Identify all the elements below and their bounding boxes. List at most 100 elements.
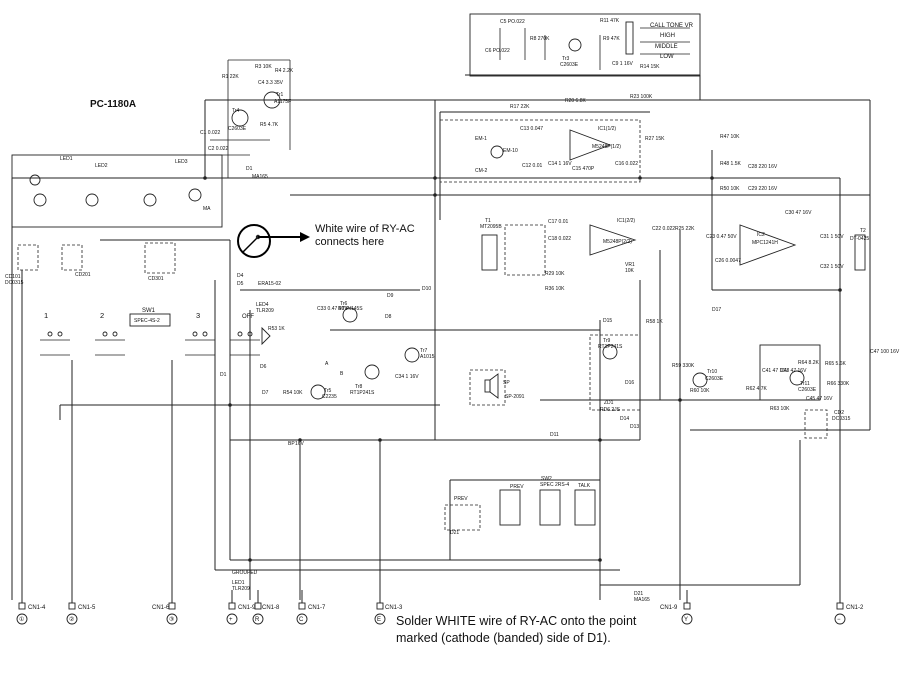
tr5-part: C2235 <box>322 394 337 400</box>
led4-label: LED4 <box>256 302 269 308</box>
c40-label: C47 100 16V <box>870 349 900 355</box>
sw2-switch-bank: PREV SW2 SPEC 2RS-4 TALK PREV D21 D21 MA… <box>444 476 650 603</box>
tr4-part: C2603E <box>228 126 247 132</box>
c12-label: C12 0.01 <box>522 163 543 169</box>
call-tone-middle: MIDDLE <box>655 44 678 50</box>
white-wire-annotation-line1: White wire of RY-AC connects here <box>315 223 418 248</box>
solder-note-line1: Solder WHITE wire of RY-AC onto the poin… <box>396 614 637 628</box>
r41-label: R50 10K <box>720 186 740 192</box>
c34-label: C34 1 16V <box>395 374 419 380</box>
junction-dots <box>203 176 842 562</box>
solder-note-line2: marked (cathode (banded) side of D1). <box>396 631 611 645</box>
connector-row: CN1-4 ① CN1-5 ② CN1-6 ③ CN1-9 + CN1-8 R … <box>16 602 864 625</box>
d14-label: D14 <box>620 416 629 422</box>
sw1-switch-bank: 1 2 3 OFF SW1 SPEC-4S-2 <box>40 308 260 356</box>
r40-label: R48 1.5K <box>720 161 742 167</box>
tr1-tr4-block: Tr1 A1175F Tr4 C2603E R1 22K R3 10K R4 2… <box>200 59 294 180</box>
r59-label: R64 8.2K <box>798 360 820 366</box>
c39-label: C45 47 16V <box>806 396 833 402</box>
middle-transistors: Tr6 RT1N145S Tr7 A1015 Tr8 RT1P241S Tr5 … <box>220 273 435 447</box>
tr1-label: Tr1 <box>276 92 284 98</box>
c38-label: C43 47 16V <box>780 368 807 374</box>
connector-c-symbol: C <box>299 617 304 623</box>
left-transistor-array: LED1 LED2 LED3 MA <box>11 154 223 228</box>
white-wire-annotation: White wire of RY-AC <box>315 223 415 235</box>
tr9-label: Tr9 <box>603 338 611 344</box>
c23-label: C23 0.47 50V <box>706 234 737 240</box>
t1-part: MT2095B <box>480 224 502 230</box>
led2-label: LED2 <box>95 163 108 169</box>
ic1a-label: IC1(1/2) <box>598 126 616 132</box>
d21-label: D21 <box>450 530 459 536</box>
tr10-label: Tr10 <box>707 369 717 375</box>
sw2-pos-prev: PREV <box>510 484 524 490</box>
d17-label: D17 <box>712 307 721 313</box>
sw1-pos-off: OFF <box>242 314 254 320</box>
node-b: B <box>340 371 344 377</box>
call-tone-block: CALL TONE VR HIGH MIDDLE LOW C5 PO.022 C… <box>469 13 701 77</box>
connector-cn1-6-ref: CN1-6 <box>152 605 170 611</box>
cd201-label: CD201 <box>75 272 91 278</box>
d5-label: D5 <box>237 281 244 287</box>
r58-label: R63 10K <box>770 406 790 412</box>
c6-label: C6 PO.022 <box>485 48 510 54</box>
c13-label: C13 0.047 <box>520 126 543 132</box>
connector-cn1-4-ref: CN1-4 <box>28 605 46 611</box>
sp-label: SP <box>503 380 510 386</box>
tr7-part: A1015 <box>420 354 435 360</box>
c9-label: C9 1 16V <box>612 61 634 67</box>
white-wire-annotation-line2: connects here <box>315 236 384 248</box>
ic1a-block: IC1(1/2) M5248P(1/2) EM-1 EM-10 CM-2 R17… <box>439 94 665 183</box>
r5-label: R5 4.7K <box>260 122 279 128</box>
r20-label: R23 100K <box>630 94 653 100</box>
t2-label: T2 <box>860 228 866 234</box>
node-a: A <box>325 361 329 367</box>
em-label: EM-1 <box>475 136 487 142</box>
tr11-block: Tr11 C2603E R64 8.2K R62 4.7K R63 10K C4… <box>746 344 900 412</box>
d10-label: D10 <box>422 286 431 292</box>
r23-label: R25 22K <box>675 226 695 232</box>
c33-label: C33 0.47 50V <box>317 306 348 312</box>
r11-label: R11 47K <box>600 18 620 24</box>
zd1-part: RD6.2JS <box>600 407 621 413</box>
tr9-part: RT1P241S <box>598 344 623 350</box>
r55-label: R59 330K <box>672 363 695 369</box>
c30-label: C30 47 16V <box>785 210 812 216</box>
connector-drops <box>21 270 841 603</box>
c26-label: C26 0.0047 <box>715 258 741 264</box>
tr3-label: Tr3 <box>562 56 570 62</box>
ic2-block: IC2 MPC1241H T2 DT-0425 R47 10K R48 1.5K… <box>706 134 869 271</box>
d21b-part: MA165 <box>634 597 650 603</box>
r57-label: R62 4.7K <box>746 386 768 392</box>
connector-y-symbol: Y <box>684 617 688 623</box>
r64-label: R66 330K <box>827 381 850 387</box>
c17-label: C17 0.01 <box>548 219 569 225</box>
vr1-label: VR1 <box>625 262 635 268</box>
tr10-part: C2603E <box>705 376 724 382</box>
call-tone-low: LOW <box>660 54 674 60</box>
tr7-label: Tr7 <box>420 348 428 354</box>
speaker-block: SP SP-2091 <box>469 369 525 406</box>
d13-label: D13 <box>630 424 639 430</box>
connector-cn1-5-ref: CN1-5 <box>78 605 96 611</box>
grouped-label: GROUPED <box>232 570 258 576</box>
ic1a-part: M5248P(1/2) <box>592 144 621 150</box>
led3-label: LED3 <box>175 159 188 165</box>
r3-label: R3 10K <box>255 64 272 70</box>
r24-label: R27 15K <box>645 136 665 142</box>
tr11-label: Tr11 <box>800 381 810 387</box>
tr6-part: RT1N145S <box>338 306 363 312</box>
tr4-label: Tr4 <box>232 108 240 114</box>
sw2-label: SW2 <box>541 476 552 482</box>
r17-label: R17 22K <box>510 104 530 110</box>
c18-label: C18 0.022 <box>548 236 571 242</box>
led-bottom-label: LED1 <box>232 580 245 586</box>
call-tone-high: HIGH <box>660 33 675 39</box>
r54-label: R58 1K <box>646 319 663 325</box>
white-wire-callout: White wire of RY-AC connects here <box>237 223 418 258</box>
c5-label: C5 PO.022 <box>500 19 525 25</box>
connector-cn1-3-ref: CN1-3 <box>385 605 403 611</box>
call-tone-label: CALL TONE VR <box>650 23 694 29</box>
d1-mid-label: D1 <box>220 372 227 378</box>
